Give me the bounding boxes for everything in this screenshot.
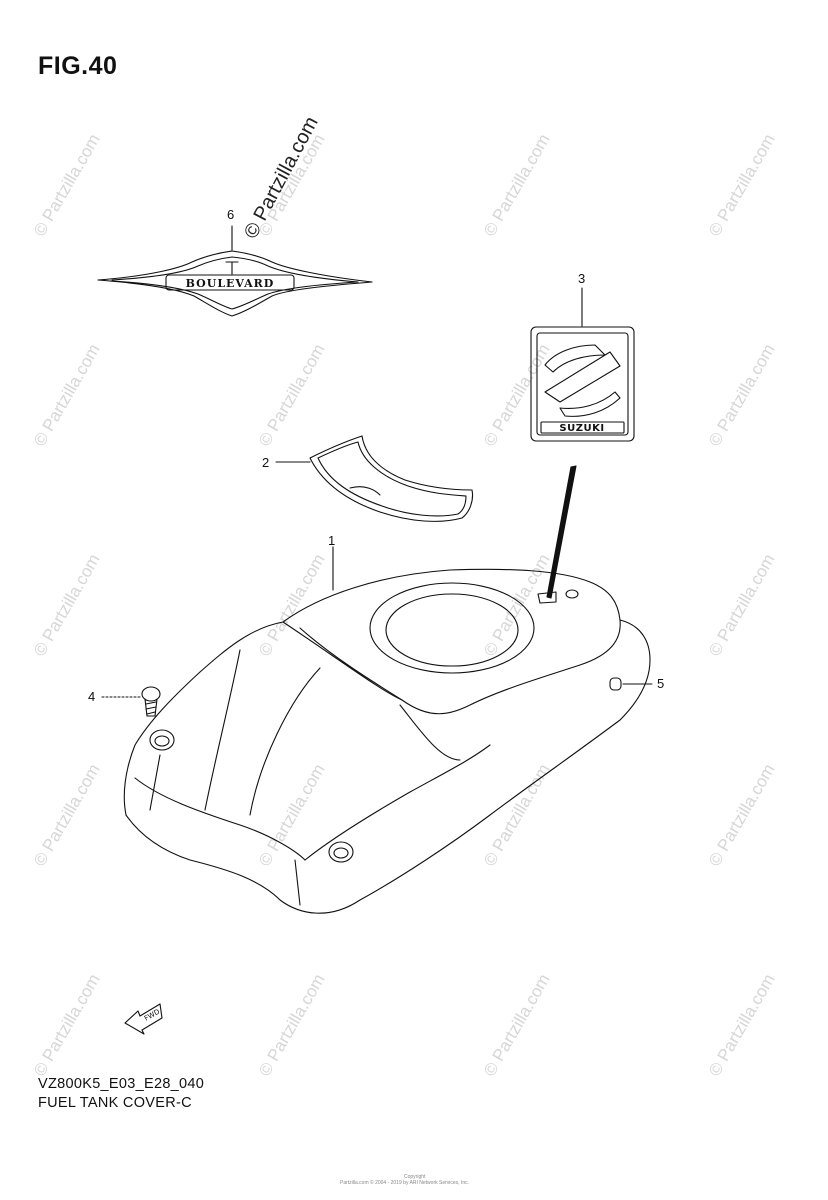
suzuki-logo-text: SUZUKI [559,423,604,434]
cushion[interactable] [609,677,622,691]
badge-pointer-arrow [546,465,577,599]
suzuki-badge[interactable] [530,326,635,442]
fine-print: Partzilla.com © 2004 - 2019 by ARI Netwo… [340,1180,470,1186]
tank-decal[interactable] [309,435,474,522]
callout-1: 1 [328,533,336,548]
diagram-code: VZ800K5_E03_E28_040 [38,1076,205,1092]
callout-2: 2 [262,455,270,470]
figure-title: FIG.40 [38,52,118,80]
callout-5: 5 [657,676,665,691]
callout-4: 4 [88,689,96,704]
emblem-boulevard-text: BOULEVARD [186,277,275,290]
copyright-label: Copyright [404,1174,426,1180]
diagram-name: FUEL TANK COVER-C [38,1095,192,1111]
boulevard-emblem[interactable] [97,250,373,317]
fuel-tank-cover[interactable] [123,568,651,914]
screw[interactable] [141,686,161,717]
callout-6: 6 [227,207,235,222]
fwd-arrow-icon [124,1003,163,1035]
callout-3: 3 [578,271,586,286]
